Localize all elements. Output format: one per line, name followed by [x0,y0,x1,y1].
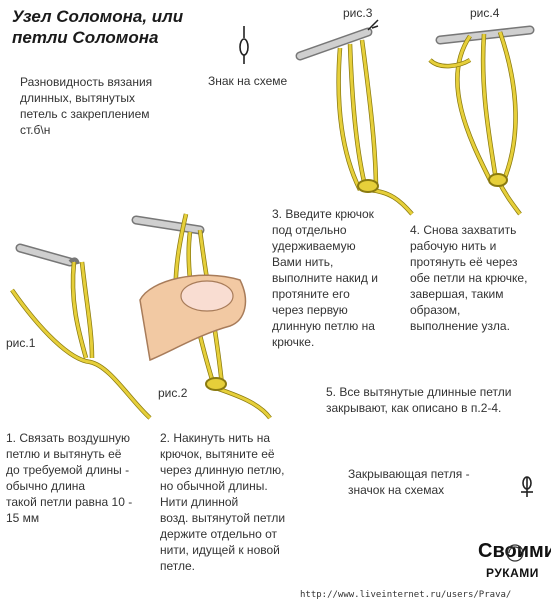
step-2-text: 2. Накинуть нить на крючок, вытяните её … [160,431,286,573]
step-3-text: 3. Введите крючок под отдельно удерживае… [272,207,378,349]
closing-caption: Закрывающая петля - значок на схемах [348,467,470,497]
title-line-2: петли Соломона [12,28,159,47]
title-line-1: Узел Соломона, или [12,7,184,26]
footer-url: http://www.liveinternet.ru/users/Prava/ [300,590,512,600]
page-title: Узел Соломона, или петли Соломона [12,6,183,48]
symbol-caption: Знак на схеме [208,74,288,88]
fig2-illustration [131,213,272,420]
step-5-text: 5. Все вытянутые длинные петли закрывают… [326,385,512,415]
solomon-knot-symbol-icon [239,26,249,64]
fig3-illustration [295,19,414,216]
logo-line-2: РУКАМИ [486,566,539,580]
intro-text: Разновидность вязания длинных, вытянутых… [20,75,153,137]
fig1-label: рис.1 [6,336,36,350]
fig1-illustration [10,243,152,420]
fig3-label: рис.3 [343,6,373,20]
closing-loop-symbol-icon [521,476,533,497]
fig4-label: рис.4 [470,6,500,20]
logo-swirl-icon [506,544,524,562]
logo-line-1: Своими [478,540,551,562]
step-4-text: 4. Снова захватить рабочую нить и протян… [410,223,528,333]
step-1-text: 1. Связать воздушную петлю и вытянуть её… [6,431,133,525]
fig4-illustration [428,25,535,216]
fig2-label: рис.2 [158,386,188,400]
